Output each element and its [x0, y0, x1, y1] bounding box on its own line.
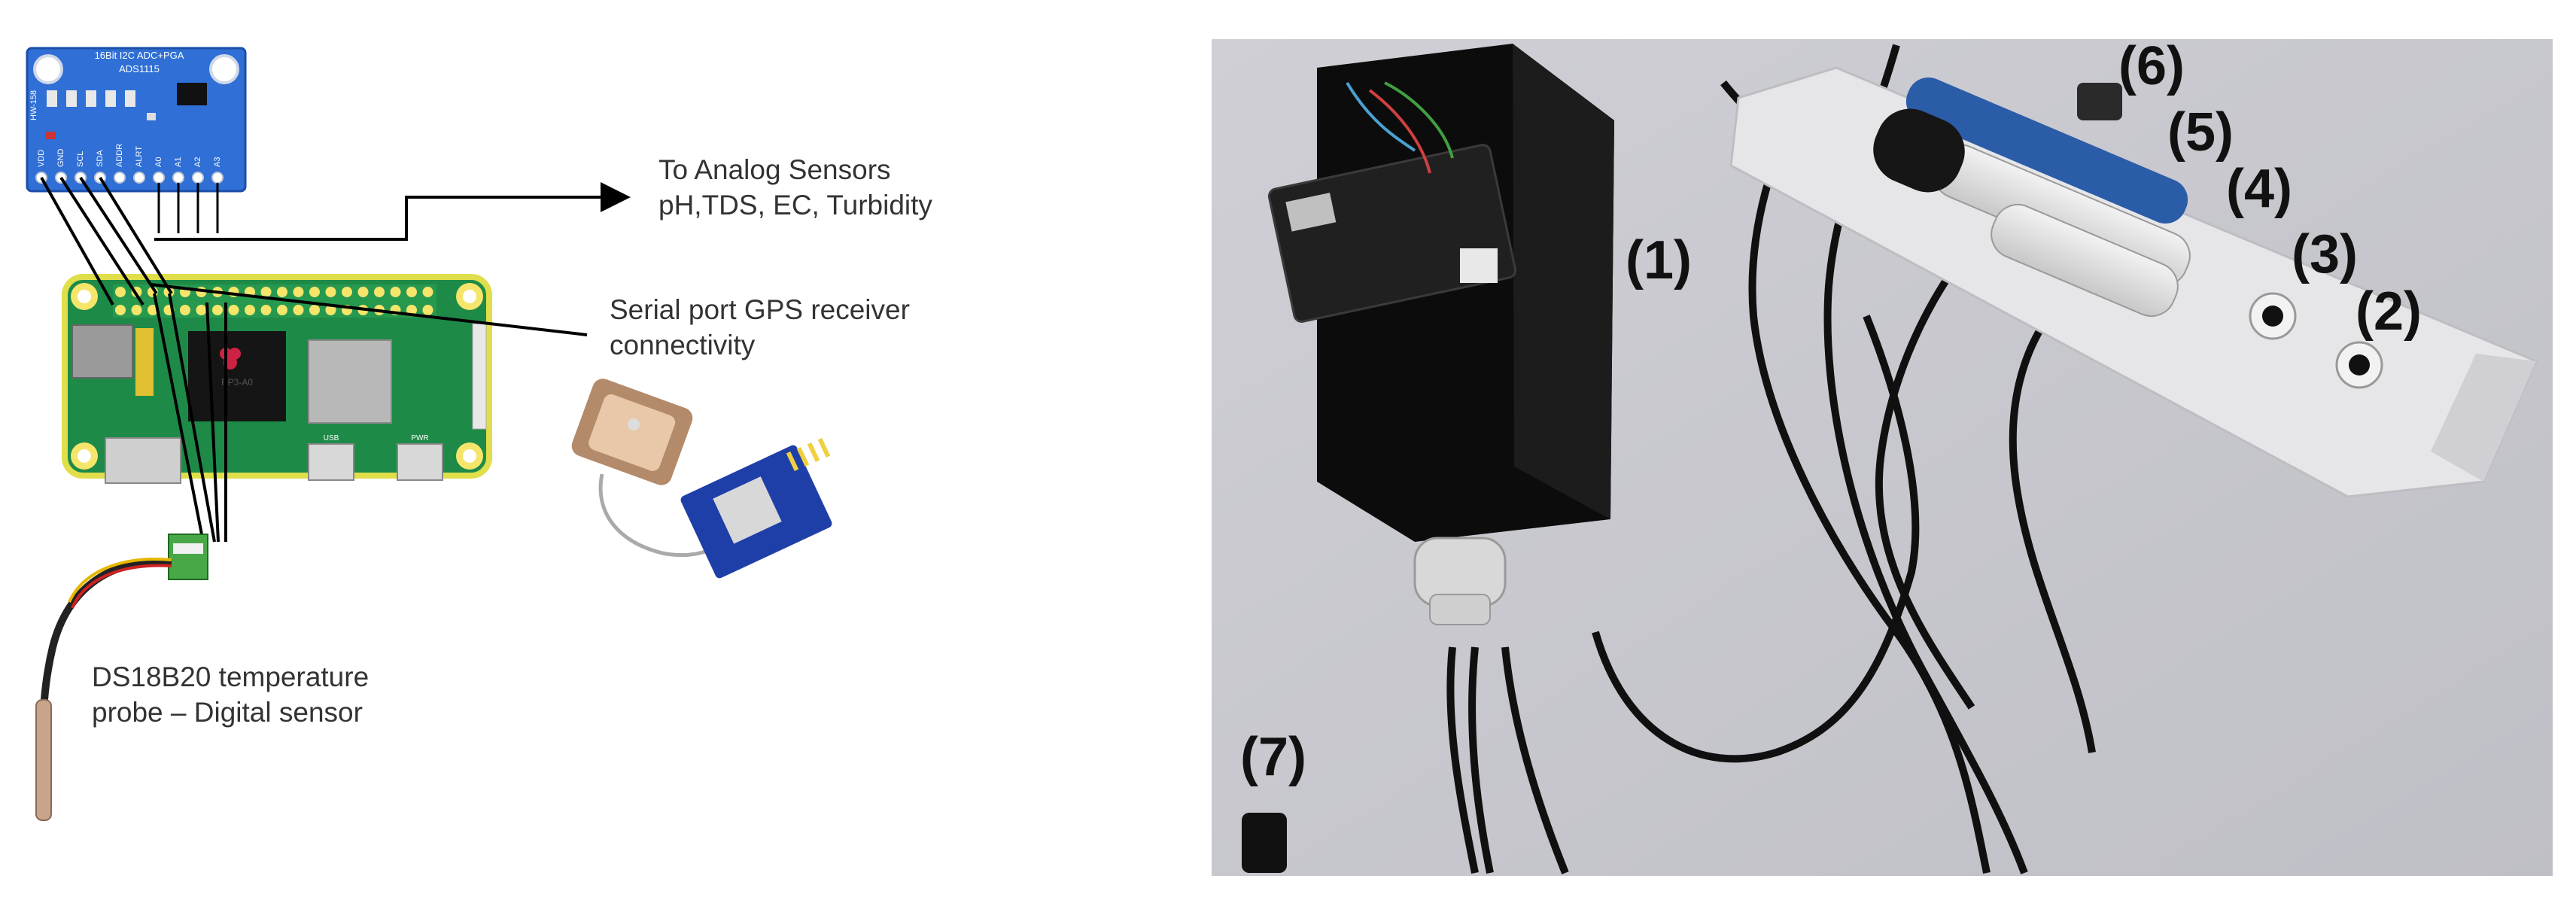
gpio-pin	[115, 287, 126, 297]
gpio-pin	[212, 305, 223, 315]
gpio-pin	[277, 287, 287, 297]
analog-label-line-1: To Analog Sensors	[658, 154, 891, 185]
gpio-header	[115, 287, 433, 315]
gpio-pin	[422, 305, 433, 315]
sensor-holder	[1729, 66, 2538, 498]
gpio-pin	[422, 287, 433, 297]
i2c-wires	[40, 176, 173, 306]
temp-label-line-1: DS18B20 temperature	[92, 661, 370, 692]
gps-serial-wire	[150, 283, 588, 336]
photo-label-5: (5)	[2167, 102, 2234, 163]
adc-chip-name: ADS1115	[119, 63, 160, 74]
svg-text:RP3-A0: RP3-A0	[221, 377, 253, 388]
gps-module	[571, 379, 832, 579]
pin-label-addr: ADDR	[115, 144, 124, 167]
gpio-pin	[228, 305, 239, 315]
pin-label-a3: A3	[213, 157, 222, 167]
svg-text:PWR: PWR	[411, 434, 428, 442]
adc-board-id: HW-158	[29, 90, 38, 120]
temperature-probe-label: DS18B20 temperature probe – Digital sens…	[92, 659, 369, 730]
gpio-pin	[115, 305, 126, 315]
gpio-pin	[277, 305, 287, 315]
gpio-pin	[325, 287, 336, 297]
temperature-wires	[153, 293, 227, 543]
electronics-enclosure	[1267, 44, 1614, 625]
adc-title: 16Bit I2C ADC+PGA	[95, 50, 184, 61]
pin-label-sda: SDA	[96, 150, 105, 167]
temp-label-line-2: probe – Digital sensor	[92, 697, 363, 728]
pin-label-a1: A1	[174, 157, 183, 167]
wiring-diagram: 16Bit I2C ADC+PGA ADS1115 HW-158 VDD GND…	[26, 47, 832, 821]
pin-label-gnd: GND	[56, 149, 65, 168]
hardware-photo: (1) (2) (3) (4) (5) (6) (7)	[1212, 36, 2553, 876]
raspberry-pi-board: RP3-A0 USB PWR	[62, 274, 492, 484]
photo-label-3: (3)	[2292, 224, 2358, 284]
gpio-pin	[325, 305, 336, 315]
analog-wires	[157, 183, 219, 233]
analog-arrow	[154, 182, 631, 241]
adc-board: 16Bit I2C ADC+PGA ADS1115 HW-158 VDD GND…	[26, 47, 247, 193]
pin-label-a2: A2	[193, 157, 202, 167]
gpio-pin	[180, 305, 190, 315]
pin-label-scl: SCL	[76, 151, 85, 167]
temperature-connector	[168, 534, 208, 580]
gpio-pin	[390, 287, 401, 297]
analog-sensors-label: To Analog Sensors pH,TDS, EC, Turbidity	[658, 152, 932, 223]
gpio-pin	[148, 305, 158, 315]
photo-label-2: (2)	[2356, 281, 2422, 342]
photo-label-7: (7)	[1240, 727, 1306, 787]
gpio-pin	[374, 287, 385, 297]
photo-label-1: (1)	[1626, 230, 1692, 290]
temperature-probe	[35, 699, 52, 821]
svg-text:USB: USB	[324, 434, 339, 442]
pin-label-alrt: ALRT	[135, 146, 144, 167]
photo-label-6: (6)	[2118, 36, 2185, 96]
gpio-pin	[406, 287, 417, 297]
gpio-pin	[406, 305, 417, 315]
gpio-pin	[293, 305, 304, 315]
photo-label-4: (4)	[2226, 159, 2292, 219]
gpio-pin	[357, 287, 369, 297]
gpio-pin	[342, 287, 352, 297]
gpio-pin	[196, 305, 207, 315]
gpio-pin	[260, 287, 272, 297]
gps-receiver-label: Serial port GPS receiver connectivity	[610, 292, 910, 363]
gpio-pin	[260, 305, 272, 315]
pin-label-vdd: VDD	[37, 150, 46, 167]
gpio-pin	[131, 305, 142, 315]
gpio-pin	[293, 287, 304, 297]
gps-label-line-1: Serial port GPS receiver	[610, 294, 910, 325]
adc-pin-labels: VDD GND SCL SDA ADDR ALRT A0 A1 A2 A3	[37, 144, 222, 167]
analog-label-line-2: pH,TDS, EC, Turbidity	[658, 190, 932, 220]
gpio-pin	[245, 305, 255, 315]
gpio-pin	[309, 305, 320, 315]
gps-label-line-2: connectivity	[610, 330, 756, 360]
pin-label-a0: A0	[154, 157, 163, 167]
gpio-pin	[309, 287, 320, 297]
